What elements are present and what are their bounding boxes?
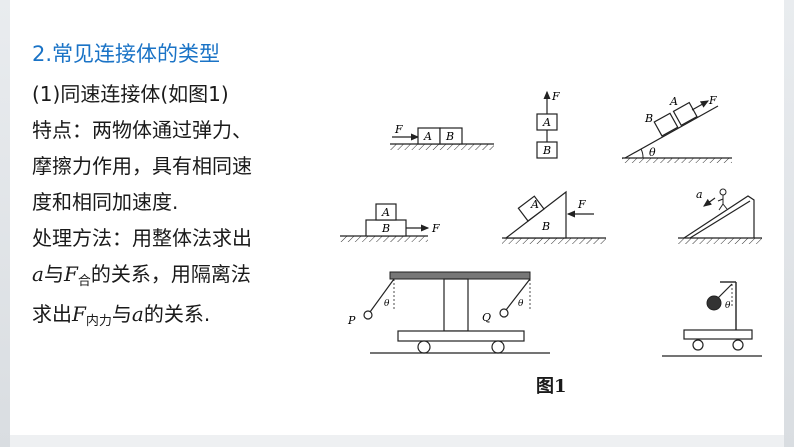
svg-text:A: A xyxy=(381,206,390,219)
svg-text:F: F xyxy=(394,123,403,136)
svg-text:F: F xyxy=(431,222,440,235)
diagram-ball-cart: θ xyxy=(662,281,762,357)
svg-text:θ: θ xyxy=(384,299,390,309)
svg-text:B: B xyxy=(644,112,653,125)
subheading: (1)同速连接体(如图1) xyxy=(32,82,229,106)
slide-text-column: 2.常见连接体的类型 (1)同速连接体(如图1) 特点：两物体通过弹力、 摩擦力… xyxy=(32,40,332,336)
diagram-vertical-pull: F A B xyxy=(536,90,560,159)
svg-text:A: A xyxy=(423,130,432,143)
svg-text:B: B xyxy=(542,144,551,157)
symbol-a: a xyxy=(32,262,44,286)
svg-text:F: F xyxy=(708,94,717,107)
svg-text:θ: θ xyxy=(649,146,656,159)
svg-text:A: A xyxy=(669,95,678,108)
features-line-3: 度和相同加速度. xyxy=(32,190,179,214)
diagram-wedge-push: A B F xyxy=(502,190,606,244)
diagram-incline-pull: B A F θ xyxy=(622,94,732,163)
diagram-pendulum-cart: P θ Q θ xyxy=(347,271,550,354)
svg-text:F: F xyxy=(551,90,560,103)
method-line-3: 求出F内力与a的关系. xyxy=(32,302,211,329)
figure-caption: 图1 xyxy=(536,376,567,397)
subscript-he: 合 xyxy=(77,274,91,289)
method-line-2: a与F合的关系，用隔离法 xyxy=(32,262,251,289)
svg-text:a: a xyxy=(696,188,703,201)
features-line-2: 摩擦力作用，具有相同速 xyxy=(32,154,252,178)
symbol-F: F xyxy=(72,302,86,326)
symbol-F: F xyxy=(63,262,78,286)
svg-text:B: B xyxy=(381,222,390,235)
connected-bodies-figure: F A B F A B B A F θ A B xyxy=(340,90,762,357)
footer-strip xyxy=(10,435,784,447)
features-line-1: 特点：两物体通过弹力、 xyxy=(32,118,252,142)
subscript-neili: 内力 xyxy=(85,314,112,329)
section-heading: 2.常见连接体的类型 xyxy=(32,42,221,66)
svg-text:B: B xyxy=(445,130,454,143)
svg-text:F: F xyxy=(577,198,586,211)
right-edge-bar xyxy=(784,0,794,447)
svg-text:θ: θ xyxy=(725,301,731,311)
svg-text:B: B xyxy=(541,220,550,233)
svg-text:Q: Q xyxy=(482,311,491,324)
svg-text:P: P xyxy=(347,314,356,327)
svg-text:A: A xyxy=(530,198,539,211)
diagram-stacked-blocks: A B F xyxy=(340,203,440,242)
diagram-incline-person: a xyxy=(678,188,762,244)
method-line-1: 处理方法：用整体法求出 xyxy=(32,226,252,250)
svg-text:θ: θ xyxy=(518,299,524,309)
diagram-horizontal-push: F A B xyxy=(390,123,494,150)
left-edge-bar xyxy=(0,0,10,447)
svg-text:A: A xyxy=(542,116,551,129)
symbol-a: a xyxy=(131,302,144,326)
